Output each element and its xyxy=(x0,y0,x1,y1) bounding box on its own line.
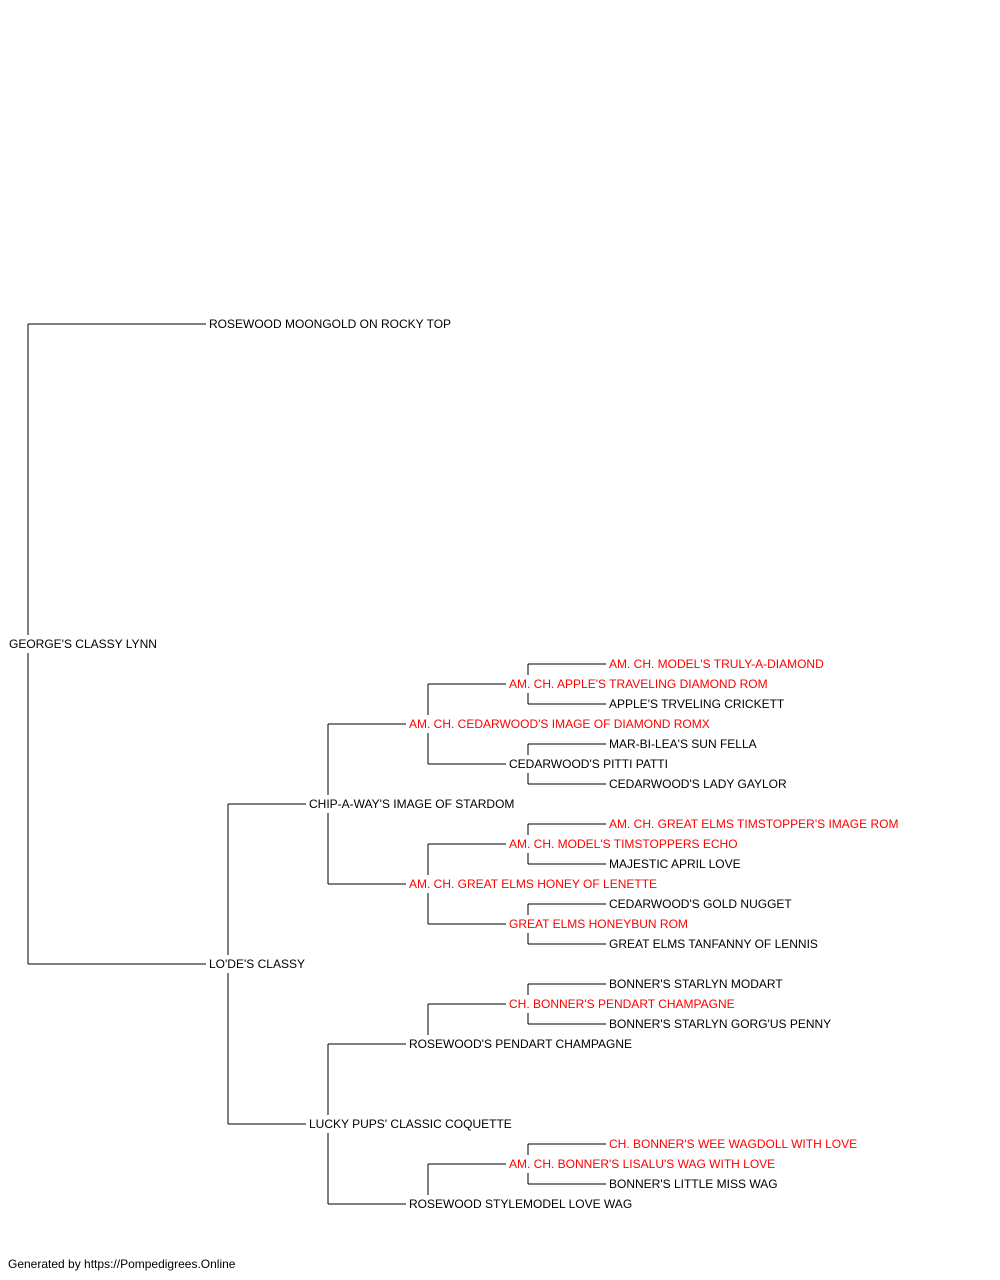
dog-name-dam-sire-sire: AM. CH. CEDARWOOD'S IMAGE OF DIAMOND ROM… xyxy=(408,717,711,731)
dog-name-dam-sire: CHIP-A-WAY'S IMAGE OF STARDOM xyxy=(308,797,516,811)
dog-name-sire: ROSEWOOD MOONGOLD ON ROCKY TOP xyxy=(208,317,453,331)
dog-name-dam-sire-sire-sire: AM. CH. APPLE'S TRAVELING DIAMOND ROM xyxy=(508,677,769,691)
dog-name-dam-dam-sire-sire-dam: BONNER'S STARLYN GORG'US PENNY xyxy=(608,1017,833,1031)
dog-name-dam-sire-dam-sire: AM. CH. MODEL'S TIMSTOPPERS ECHO xyxy=(508,837,739,851)
dog-name-dam-sire-sire-dam-dam: CEDARWOOD'S LADY GAYLOR xyxy=(608,777,788,791)
generated-by-footer: Generated by https://Pompedigrees.Online xyxy=(8,1257,236,1271)
dog-name-dam-sire-dam: AM. CH. GREAT ELMS HONEY OF LENETTE xyxy=(408,877,659,891)
dog-name-dam-sire-sire-dam-sire: MAR-BI-LEA'S SUN FELLA xyxy=(608,737,758,751)
dog-name-dam-sire-dam-sire-sire: AM. CH. GREAT ELMS TIMSTOPPER'S IMAGE RO… xyxy=(608,817,900,831)
dog-name-dam-dam-dam-sire-sire: CH. BONNER'S WEE WAGDOLL WITH LOVE xyxy=(608,1137,859,1151)
dog-name-dam-sire-sire-dam: CEDARWOOD'S PITTI PATTI xyxy=(508,757,669,771)
dog-name-dam-sire-sire-sire-dam: APPLE'S TRVELING CRICKETT xyxy=(608,697,786,711)
dog-name-dam-dam-sire: ROSEWOOD'S PENDART CHAMPAGNE xyxy=(408,1037,633,1051)
dog-name-dam: LO'DE'S CLASSY xyxy=(208,957,306,971)
dog-name-dam-sire-dam-sire-dam: MAJESTIC APRIL LOVE xyxy=(608,857,742,871)
dog-name-dam-dam-sire-sire-sire: BONNER'S STARLYN MODART xyxy=(608,977,784,991)
dog-name-dam-dam-dam: ROSEWOOD STYLEMODEL LOVE WAG xyxy=(408,1197,634,1211)
dog-name-dam-sire-sire-sire-sire: AM. CH. MODEL'S TRULY-A-DIAMOND xyxy=(608,657,825,671)
dog-name-dam-sire-dam-dam-dam: GREAT ELMS TANFANNY OF LENNIS xyxy=(608,937,819,951)
dog-name-dam-sire-dam-dam-sire: CEDARWOOD'S GOLD NUGGET xyxy=(608,897,793,911)
dog-name-dam-dam-dam-sire-dam: BONNER'S LITTLE MISS WAG xyxy=(608,1177,779,1191)
dog-name-dam-sire-dam-dam: GREAT ELMS HONEYBUN ROM xyxy=(508,917,689,931)
dog-name-dam-dam-sire-sire: CH. BONNER'S PENDART CHAMPAGNE xyxy=(508,997,736,1011)
dog-name-dam-dam: LUCKY PUPS' CLASSIC COQUETTE xyxy=(308,1117,513,1131)
dog-name-dam-dam-dam-sire: AM. CH. BONNER'S LISALU'S WAG WITH LOVE xyxy=(508,1157,777,1171)
dog-name-subject: GEORGE'S CLASSY LYNN xyxy=(8,637,158,651)
